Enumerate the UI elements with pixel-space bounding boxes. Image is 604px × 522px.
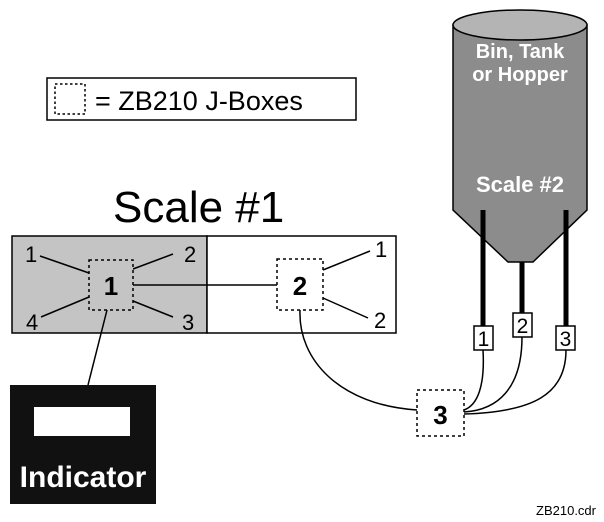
load-cells: 1 2 3 [473,312,576,351]
tank-legs [480,210,569,326]
legend-jbox-icon [54,83,86,115]
jbox-3-label: 3 [433,400,447,430]
jbox-3: 3 [416,389,465,437]
jbox3-cables [299,309,567,415]
lead-wire [132,300,174,318]
cable-loadcell1-to-jbox3 [463,349,485,411]
indicator-cable [87,309,108,386]
lead-wire [322,297,369,319]
jbox-2: 2 [276,258,324,311]
legend-frame [46,77,357,121]
jbox-2-label: 2 [293,271,307,301]
jbox-1: 1 [88,259,134,311]
lead-wire [39,255,90,274]
jbox2-lead-labels: 1 2 [374,237,387,333]
load-cell-3-label: 3 [560,328,572,351]
tank-top [452,9,588,41]
lead-label: 3 [182,310,194,335]
lead-label: 4 [26,310,38,335]
cable-loadcell3-to-jbox3 [463,349,567,415]
lead-label: 2 [184,242,196,267]
legend: = ZB210 J-Boxes [46,77,357,121]
jbox-1-label: 1 [104,271,118,301]
jbox1-lead-wires [39,253,174,318]
indicator-body [10,385,156,504]
lead-wire [322,250,371,271]
tank-title-line1: Bin, Tank [476,41,565,63]
footer-filename: ZB210.cdr [536,503,597,518]
jbox-1-outline [88,259,134,311]
indicator: Indicator [10,385,156,504]
cable-loadcell2-to-jbox3 [463,336,523,413]
jbox1-lead-labels: 1 2 3 4 [25,242,196,335]
lead-label: 1 [25,242,37,267]
tank: Bin, Tank or Hopper Scale #2 [452,9,588,263]
lead-label: 2 [374,308,386,333]
scale1-title: Scale #1 [113,183,284,232]
indicator-display [34,407,130,436]
lead-wire [40,296,90,318]
tank-scale-label: Scale #2 [476,172,564,197]
tank-title-line2: or Hopper [472,64,568,86]
lead-wire [132,253,174,270]
jbox-3-outline [416,389,465,437]
load-cell-2-label: 2 [517,315,529,338]
indicator-label: Indicator [20,461,147,494]
legend-text: = ZB210 J-Boxes [95,86,303,116]
load-cell-1-label: 1 [478,328,490,351]
lead-label: 1 [375,237,387,262]
jbox2-lead-wires [322,250,371,319]
cable-jbox2-to-jbox3 [299,309,418,411]
